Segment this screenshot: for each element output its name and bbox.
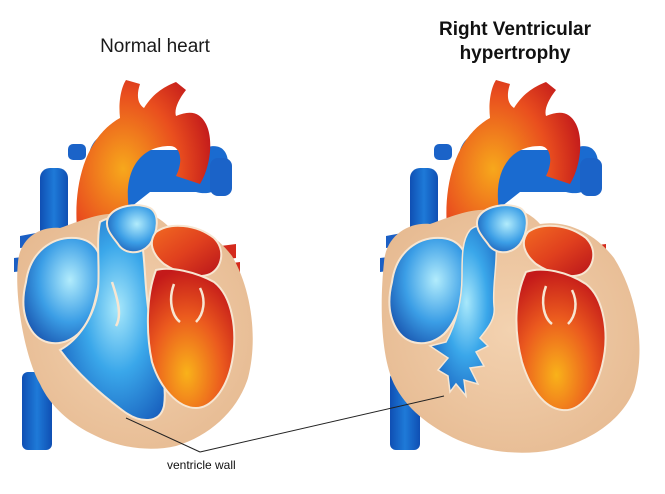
hypertrophy-heart — [380, 80, 640, 453]
ventricle-wall-pointer — [125, 395, 445, 453]
ventricle-wall-label: ventricle wall — [167, 458, 236, 472]
normal-heart — [14, 80, 253, 450]
rvh-title-line2: hypertrophy — [459, 43, 571, 64]
left-atrium — [150, 224, 223, 278]
pointer-line-right — [199, 395, 445, 453]
pulmonary-artery-cap-a — [68, 144, 86, 160]
valve-lines-right — [541, 285, 577, 325]
normal-heart-title: Normal heart — [100, 36, 210, 57]
left-ventricle-rvh — [515, 268, 607, 412]
pulmonary-outflow — [106, 204, 158, 254]
pulmonary-outflow-rvh — [476, 204, 528, 254]
left-ventricle — [146, 267, 236, 410]
pulmonary-artery-cap-b-rvh — [580, 158, 602, 196]
left-atrium-rvh — [522, 224, 595, 278]
pointer-line-left — [125, 417, 201, 453]
valve-lines-left — [110, 281, 205, 327]
rvh-title: Right Ventricular hypertrophy — [415, 18, 615, 66]
pulmonary-artery-cap-a-rvh — [434, 144, 452, 160]
pulmonary-artery-cap-b — [210, 158, 232, 196]
rvh-title-line1: Right Ventricular — [438, 19, 592, 40]
